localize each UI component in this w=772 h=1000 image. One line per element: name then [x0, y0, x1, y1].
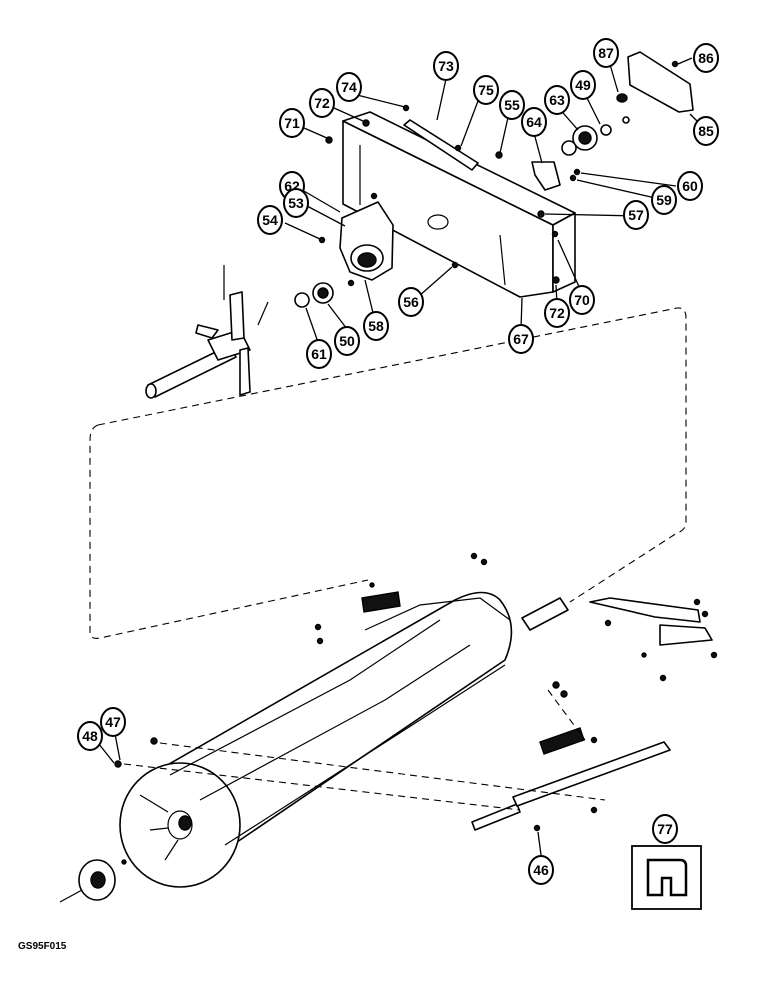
callout: 73 — [433, 51, 459, 81]
hardware-lower — [114, 552, 718, 865]
callout: 46 — [528, 855, 554, 885]
flange-bearing — [561, 93, 630, 156]
shaft-assembly — [145, 265, 269, 399]
drum — [119, 591, 513, 888]
callout-label: 55 — [504, 97, 520, 113]
callout: 63 — [544, 85, 570, 115]
shield-plate — [627, 51, 694, 113]
callout: 85 — [693, 116, 719, 146]
callout: 48 — [77, 721, 103, 751]
bracket — [531, 161, 561, 191]
callout-label: 72 — [549, 305, 565, 321]
callout-label: 46 — [533, 862, 549, 878]
callout: 49 — [570, 70, 596, 100]
callout: 67 — [508, 324, 534, 354]
callout-label: 59 — [656, 192, 672, 208]
callout-label: 56 — [403, 294, 419, 310]
callout: 60 — [677, 171, 703, 201]
callout-label: 54 — [262, 212, 278, 228]
callout-label: 71 — [284, 115, 300, 131]
drum-shaft-stub — [521, 597, 569, 631]
strap — [403, 119, 479, 171]
callout-label: 57 — [628, 207, 644, 223]
tine-bars — [471, 741, 671, 831]
callout: 50 — [334, 326, 360, 356]
callout: 72 — [309, 88, 335, 118]
callout: 59 — [651, 185, 677, 215]
callout: 55 — [499, 90, 525, 120]
callout: 64 — [521, 107, 547, 137]
callout: 72 — [544, 298, 570, 328]
callout-label: 50 — [339, 333, 355, 349]
reference-outline — [89, 307, 687, 639]
callout-label: 87 — [598, 45, 614, 61]
reference-lines-lower — [123, 689, 606, 811]
callout-label: 74 — [341, 79, 357, 95]
callout: 74 — [336, 72, 362, 102]
callout: 54 — [257, 205, 283, 235]
callout-label: 67 — [513, 331, 529, 347]
decal-logo — [631, 845, 702, 910]
bearing-housing — [339, 201, 394, 281]
callout: 53 — [283, 188, 309, 218]
callout: 86 — [693, 43, 719, 73]
callout-label: 58 — [368, 318, 384, 334]
drum-hub — [59, 859, 116, 903]
callout: 61 — [306, 339, 332, 369]
drum-bars — [169, 597, 511, 846]
callout: 47 — [100, 707, 126, 737]
callout-label: 86 — [698, 50, 714, 66]
figure-code: GS95F015 — [18, 941, 67, 952]
callout-label: 72 — [314, 95, 330, 111]
support-beam — [342, 111, 576, 298]
callout: 87 — [593, 38, 619, 68]
callout-label: 70 — [574, 292, 590, 308]
callout: 57 — [623, 200, 649, 230]
callout-label: 49 — [575, 77, 591, 93]
callout: 75 — [473, 75, 499, 105]
callout: 77 — [652, 814, 678, 844]
callout-label: 63 — [549, 92, 565, 108]
callout-label: 75 — [478, 82, 494, 98]
callout-label: 61 — [311, 346, 327, 362]
brush-blocks — [361, 591, 585, 755]
callout-label: 73 — [438, 58, 454, 74]
callout-label: 53 — [288, 195, 304, 211]
callout-label: 48 — [82, 728, 98, 744]
bearing — [294, 282, 334, 308]
callout-label: 85 — [698, 123, 714, 139]
hardware-upper — [318, 60, 679, 287]
callout-label: 60 — [682, 178, 698, 194]
callout-label: 47 — [105, 714, 121, 730]
callout: 56 — [398, 287, 424, 317]
callout-label: 77 — [657, 821, 673, 837]
bracket-right — [589, 597, 713, 646]
callout: 71 — [279, 108, 305, 138]
callout: 58 — [363, 311, 389, 341]
callout-label: 64 — [526, 114, 542, 130]
callout: 70 — [569, 285, 595, 315]
